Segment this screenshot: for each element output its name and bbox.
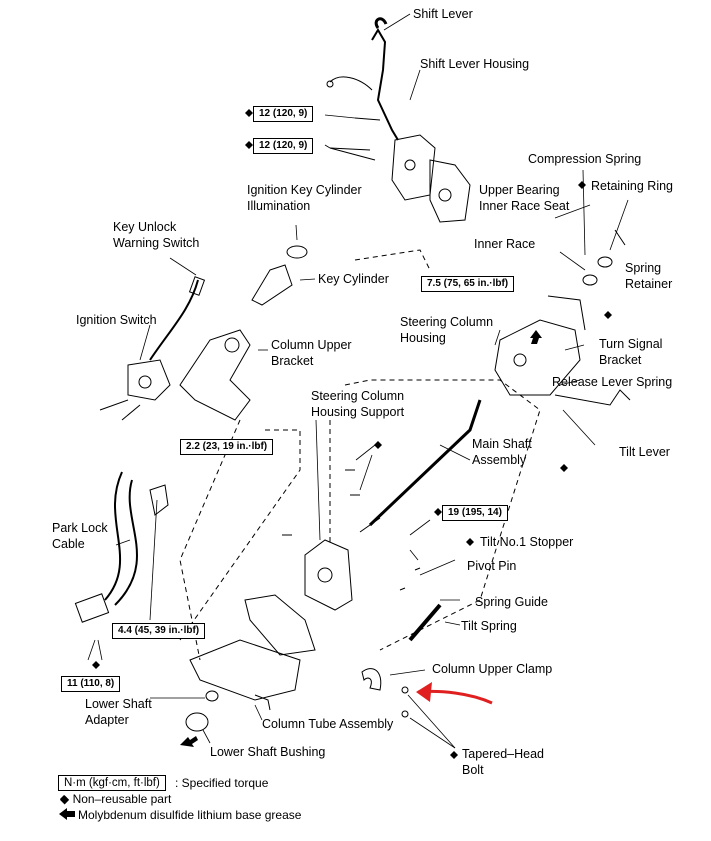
steering-column-housing-part bbox=[494, 229, 631, 406]
non-reusable-diamonds bbox=[60, 109, 612, 803]
label-spring-guide: Spring Guide bbox=[475, 595, 548, 609]
label-column-upper: Column Upper bbox=[271, 338, 352, 352]
lower-shaft-parts bbox=[185, 690, 219, 732]
torque-box-park-lock-upper: 2.2 (23, 19 in.·lbf) bbox=[180, 439, 274, 455]
torque-box-shift-housing-2: 12 (120, 9) bbox=[253, 138, 314, 154]
ignition-switch-part bbox=[99, 359, 171, 421]
label-housing: Housing bbox=[400, 331, 446, 345]
label-tapered-head: Tapered–Head bbox=[462, 747, 545, 761]
key-cylinder-part bbox=[251, 245, 308, 306]
main-shaft-part bbox=[359, 399, 482, 533]
column-upper-clamp-part bbox=[361, 668, 409, 718]
label-bolt: Bolt bbox=[462, 763, 484, 777]
label-main-shaft: Main Shaft bbox=[472, 437, 532, 451]
legend-torque-box: N·m (kgf·cm, ft·lbf) bbox=[58, 775, 166, 791]
label-assembly: Assembly bbox=[472, 453, 527, 467]
label-inner-race: Inner Race bbox=[474, 237, 536, 251]
label-column-tube-assembly: Column Tube Assembly bbox=[262, 717, 394, 731]
label-ignition-key-cylinder: Ignition Key Cylinder bbox=[247, 183, 362, 197]
column-upper-bracket-part bbox=[179, 329, 251, 421]
label-inner-race-seat: Inner Race Seat bbox=[479, 199, 570, 213]
label-cable: Cable bbox=[52, 537, 85, 551]
label-warning-switch: Warning Switch bbox=[113, 236, 200, 250]
label-tilt-spring: Tilt Spring bbox=[461, 619, 517, 633]
label-key-cylinder: Key Cylinder bbox=[318, 272, 389, 286]
leader-lines bbox=[87, 13, 629, 749]
label-bracket-column: Bracket bbox=[271, 354, 314, 368]
label-pivot-pin: Pivot Pin bbox=[467, 559, 517, 573]
grease-arrows bbox=[59, 330, 542, 820]
torque-box-column-tube: 11 (110, 8) bbox=[61, 676, 121, 692]
key-unlock-switch-part bbox=[149, 276, 206, 361]
label-shift-lever-housing: Shift Lever Housing bbox=[420, 57, 530, 71]
torque-box-tilt: 19 (195, 14) bbox=[442, 505, 508, 521]
label-shift-lever: Shift Lever bbox=[413, 7, 473, 21]
label-compression-spring: Compression Spring bbox=[528, 152, 642, 166]
label-bracket-turn-signal: Bracket bbox=[599, 353, 642, 367]
torque-box-inner-race: 7.5 (75, 65 in.·lbf) bbox=[421, 276, 515, 292]
housing-support-part bbox=[282, 469, 360, 611]
label-release-lever-spring: Release Lever Spring bbox=[552, 375, 673, 389]
legend-torque-desc: : Specified torque bbox=[175, 776, 269, 790]
label-lower-shaft: Lower Shaft bbox=[85, 697, 152, 711]
park-lock-cable-part bbox=[74, 471, 169, 623]
label-ignition-switch: Ignition Switch bbox=[76, 313, 157, 327]
label-turn-signal: Turn Signal bbox=[599, 337, 663, 351]
label-retaining-ring: Retaining Ring bbox=[591, 179, 673, 193]
label-illumination: Illumination bbox=[247, 199, 311, 213]
column-tube-assembly-part bbox=[189, 594, 316, 711]
torque-box-shift-housing-1: 12 (120, 9) bbox=[253, 106, 314, 122]
label-upper-bearing: Upper Bearing bbox=[479, 183, 560, 197]
label-column-upper-clamp: Column Upper Clamp bbox=[432, 662, 553, 676]
legend-nonreusable: ◆ Non–reusable part bbox=[60, 792, 172, 806]
label-retainer: Retainer bbox=[625, 277, 673, 291]
label-steering-column: Steering Column bbox=[400, 315, 494, 329]
label-housing-support-2: Housing Support bbox=[311, 405, 405, 419]
label-park-lock: Park Lock bbox=[52, 521, 108, 535]
label-tilt-stopper: Tilt No.1 Stopper bbox=[480, 535, 574, 549]
label-spring: Spring bbox=[625, 261, 662, 275]
shift-lever-part bbox=[326, 17, 399, 141]
red-highlight-arrow bbox=[416, 682, 493, 705]
tilt-spring-part bbox=[399, 567, 442, 642]
label-adapter: Adapter bbox=[85, 713, 129, 727]
label-key-unlock: Key Unlock bbox=[113, 220, 177, 234]
legend-grease: Molybdenum disulfide lithium base grease bbox=[78, 808, 302, 822]
shift-lever-housing-part bbox=[329, 117, 471, 223]
label-lower-shaft-bushing: Lower Shaft Bushing bbox=[210, 745, 326, 759]
label-housing-support-1: Steering Column bbox=[311, 389, 405, 403]
label-tilt-lever: Tilt Lever bbox=[619, 445, 670, 459]
torque-box-park-lock-lower: 4.4 (45, 39 in.·lbf) bbox=[112, 623, 206, 639]
